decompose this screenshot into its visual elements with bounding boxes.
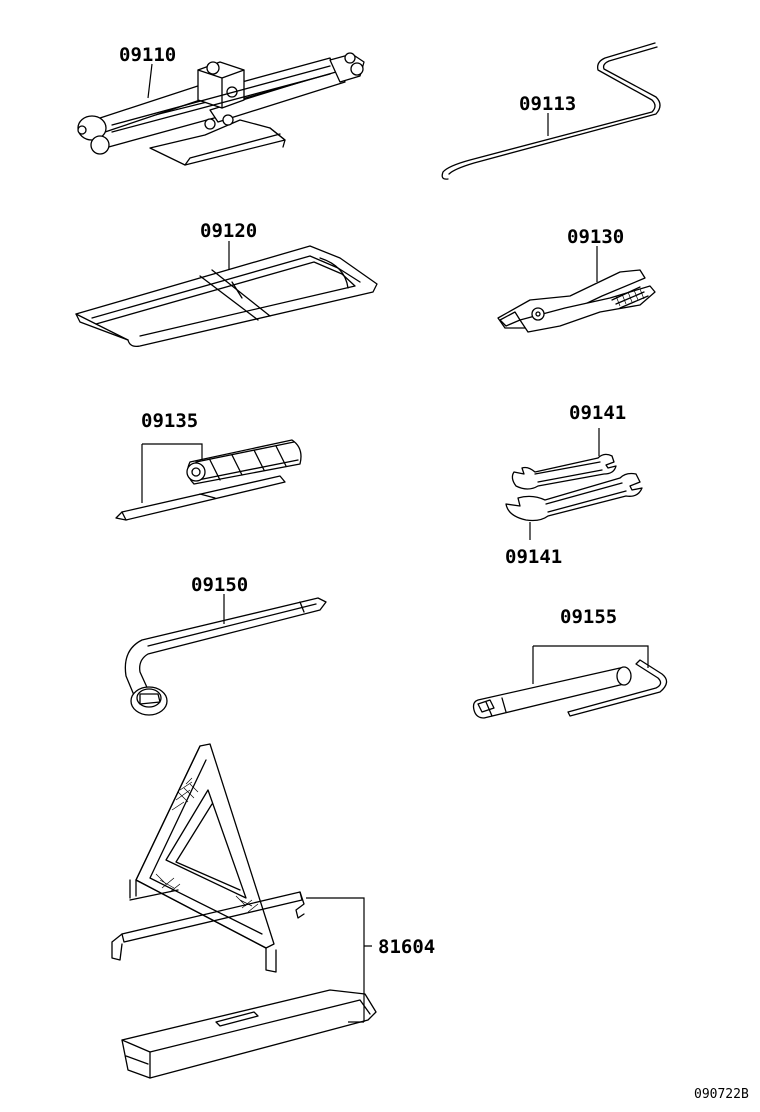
label-09130: 09130 <box>567 226 624 248</box>
tool-bag-illustration <box>75 245 378 348</box>
label-09135: 09135 <box>141 410 198 432</box>
label-81604: 81604 <box>378 936 435 958</box>
label-09141-upper: 09141 <box>569 402 626 424</box>
label-09150: 09150 <box>191 574 248 596</box>
wheel-nut-wrench-illustration <box>124 597 327 716</box>
wrench-upper-illustration <box>511 453 617 490</box>
label-09113: 09113 <box>519 93 576 115</box>
diagram-code: 090722B <box>694 1087 749 1102</box>
wrench-lower-illustration <box>505 472 643 522</box>
label-09155: 09155 <box>560 606 617 628</box>
warning-triangle-illustration <box>111 743 377 1079</box>
jack-handle-illustration <box>441 42 661 180</box>
jack-illustration <box>77 52 365 166</box>
label-09120: 09120 <box>200 220 257 242</box>
screwdriver-illustration <box>115 439 302 521</box>
plug-wrench-illustration <box>472 659 668 719</box>
label-09110: 09110 <box>119 44 176 66</box>
label-09141-lower: 09141 <box>505 546 562 568</box>
pliers-illustration <box>497 269 656 333</box>
